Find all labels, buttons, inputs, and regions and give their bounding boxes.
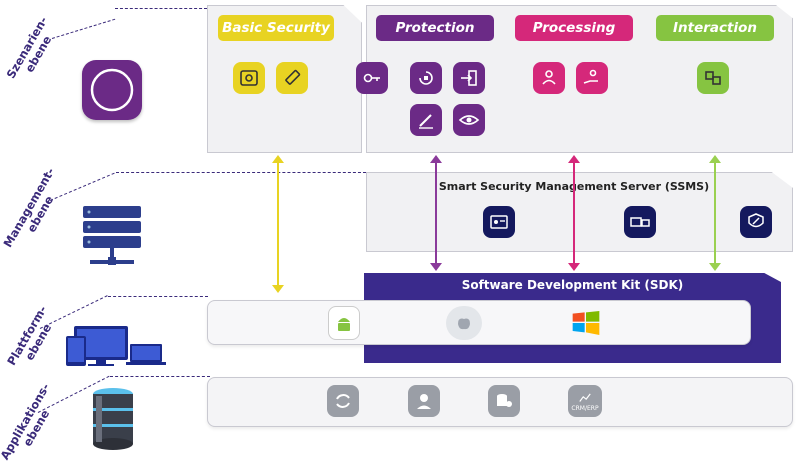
shield-pen-icon bbox=[740, 206, 772, 238]
layer-label-applikation-text: Applikations- ebene bbox=[0, 380, 53, 463]
eye-icon bbox=[453, 104, 485, 136]
user-key-icon bbox=[533, 62, 565, 94]
refresh-lock-icon bbox=[410, 62, 442, 94]
database-stack-icon bbox=[90, 386, 136, 456]
crm-erp-icon: CRM/ERP bbox=[568, 385, 602, 417]
arrow-interaction bbox=[709, 155, 721, 271]
layer-label-szenarien: Szenarien- ebene bbox=[0, 6, 67, 97]
management-panel bbox=[366, 172, 793, 252]
login-icon bbox=[453, 62, 485, 94]
layer-divider-management-line bbox=[116, 172, 366, 173]
circle-app-icon bbox=[82, 60, 142, 120]
layer-label-applikation: Applikations- ebene bbox=[0, 380, 65, 468]
apple-icon bbox=[446, 306, 482, 340]
database-user-icon bbox=[488, 385, 520, 417]
layer-label-plattform: Plattform- ebene bbox=[0, 294, 67, 385]
layer-label-szenarien-text: Szenarien- ebene bbox=[3, 14, 55, 81]
layer-divider-scenario-line bbox=[115, 8, 207, 9]
transfer-icon bbox=[697, 62, 729, 94]
layer-label-plattform-text: Plattform- ebene bbox=[4, 303, 55, 368]
protection-label: Protection bbox=[395, 20, 475, 36]
layer-label-management: Management- ebene bbox=[0, 165, 69, 257]
headset-user-icon bbox=[408, 385, 440, 417]
scenario-pill-protection: Protection bbox=[376, 15, 494, 41]
windows-icon bbox=[568, 305, 604, 341]
crm-erp-label: CRM/ERP bbox=[571, 404, 599, 412]
layer-divider-applikation-line bbox=[110, 376, 210, 377]
id-card-icon bbox=[483, 206, 515, 238]
processing-label: Processing bbox=[532, 20, 616, 36]
arrow-protection bbox=[430, 155, 442, 271]
user-hand-icon bbox=[576, 62, 608, 94]
basic-security-label: Basic Security bbox=[222, 20, 330, 36]
scenario-pill-processing: Processing bbox=[515, 15, 633, 41]
device-sync-icon bbox=[624, 206, 656, 238]
sync-icon bbox=[327, 385, 359, 417]
arrow-processing bbox=[568, 155, 580, 271]
layer-divider-plattform-line bbox=[108, 296, 208, 297]
key-icon bbox=[356, 62, 388, 94]
devices-icon bbox=[66, 322, 166, 368]
pen-sign-icon bbox=[410, 104, 442, 136]
scenario-pill-interaction: Interaction bbox=[656, 15, 774, 41]
layer-label-management-text: Management- ebene bbox=[0, 165, 58, 250]
usb-key-icon bbox=[276, 62, 308, 94]
sdk-title: Software Development Kit (SDK) bbox=[461, 278, 684, 292]
interaction-label: Interaction bbox=[673, 20, 757, 36]
android-icon bbox=[328, 306, 360, 340]
scenario-pill-basic-security: Basic Security bbox=[218, 15, 334, 41]
shield-eye-icon bbox=[233, 62, 265, 94]
server-rack-icon bbox=[80, 204, 146, 272]
arrow-basic bbox=[272, 155, 284, 293]
